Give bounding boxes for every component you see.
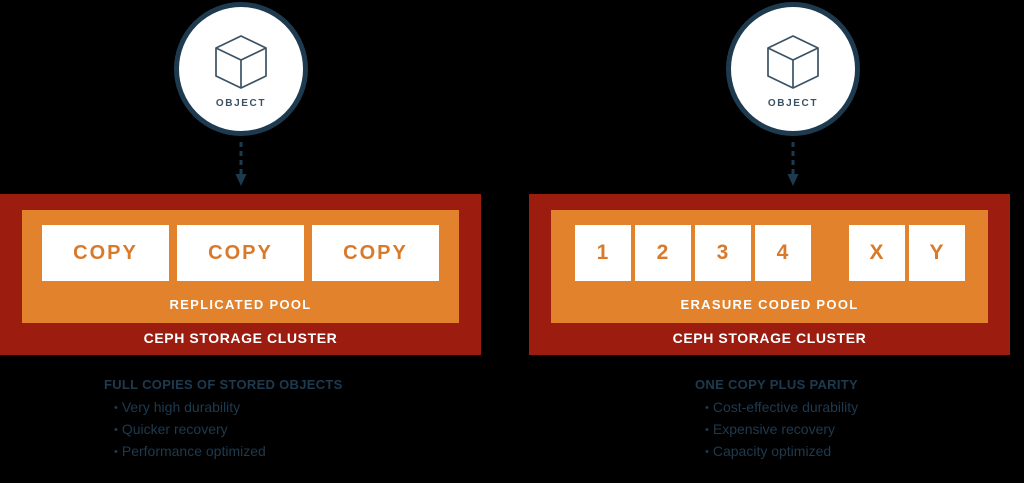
data-chunk-group: 1 2 3 4	[573, 225, 813, 281]
ceph-storage-cluster-replicated: COPY COPY COPY REPLICATED POOL CEPH STOR…	[0, 194, 481, 355]
replicated-chunk-row: COPY COPY COPY	[22, 225, 459, 281]
erasure-chunk-row: 1 2 3 4 X Y	[551, 225, 988, 281]
data-chunk: 2	[634, 225, 691, 281]
erasure-coded-pool-panel: OBJECT 1 2 3 4 X Y ERASURE CODE	[529, 0, 1011, 483]
erasure-coded-caption: ONE COPY PLUS PARITY Cost-effective dura…	[695, 377, 858, 463]
dashed-down-arrow-icon	[234, 140, 248, 188]
caption-title: ONE COPY PLUS PARITY	[695, 377, 858, 392]
caption-bullet: Cost-effective durability	[705, 397, 858, 419]
object-badge-erasure-coded: OBJECT	[726, 2, 860, 136]
caption-bullet: Expensive recovery	[705, 419, 858, 441]
caption-bullet-list: Very high durability Quicker recovery Pe…	[104, 397, 343, 463]
cube-icon	[762, 31, 824, 93]
cube-icon	[210, 31, 272, 93]
caption-bullet-list: Cost-effective durability Expensive reco…	[695, 397, 858, 463]
cluster-label: CEPH STORAGE CLUSTER	[672, 330, 867, 346]
erasure-coded-pool-box: 1 2 3 4 X Y ERASURE CODED POOL	[551, 210, 988, 323]
cluster-label: CEPH STORAGE CLUSTER	[143, 330, 338, 346]
copy-chunk: COPY	[42, 225, 169, 281]
parity-chunk: Y	[908, 225, 965, 281]
data-chunk: 3	[694, 225, 751, 281]
caption-bullet: Quicker recovery	[114, 419, 343, 441]
data-chunk: 4	[754, 225, 811, 281]
ceph-storage-cluster-erasure-coded: 1 2 3 4 X Y ERASURE CODED POOL CEPH STOR…	[529, 194, 1010, 355]
data-chunk: 1	[574, 225, 631, 281]
caption-bullet: Capacity optimized	[705, 441, 858, 463]
replicated-caption: FULL COPIES OF STORED OBJECTS Very high …	[104, 377, 343, 463]
caption-bullet: Performance optimized	[114, 441, 343, 463]
pool-label: ERASURE CODED POOL	[680, 297, 859, 312]
replicated-pool-box: COPY COPY COPY REPLICATED POOL	[22, 210, 459, 323]
pool-label: REPLICATED POOL	[169, 297, 312, 312]
copy-chunk: COPY	[312, 225, 439, 281]
object-badge-replicated: OBJECT	[174, 2, 308, 136]
object-label: OBJECT	[767, 98, 819, 109]
dashed-down-arrow-icon	[786, 140, 800, 188]
caption-title: FULL COPIES OF STORED OBJECTS	[104, 377, 343, 392]
parity-chunk-group: X Y	[847, 225, 967, 281]
object-label: OBJECT	[215, 98, 267, 109]
caption-bullet: Very high durability	[114, 397, 343, 419]
replicated-pool-panel: OBJECT COPY COPY COPY REPLICATED POOL CE…	[0, 0, 482, 483]
copy-chunk: COPY	[177, 225, 304, 281]
parity-chunk: X	[848, 225, 905, 281]
